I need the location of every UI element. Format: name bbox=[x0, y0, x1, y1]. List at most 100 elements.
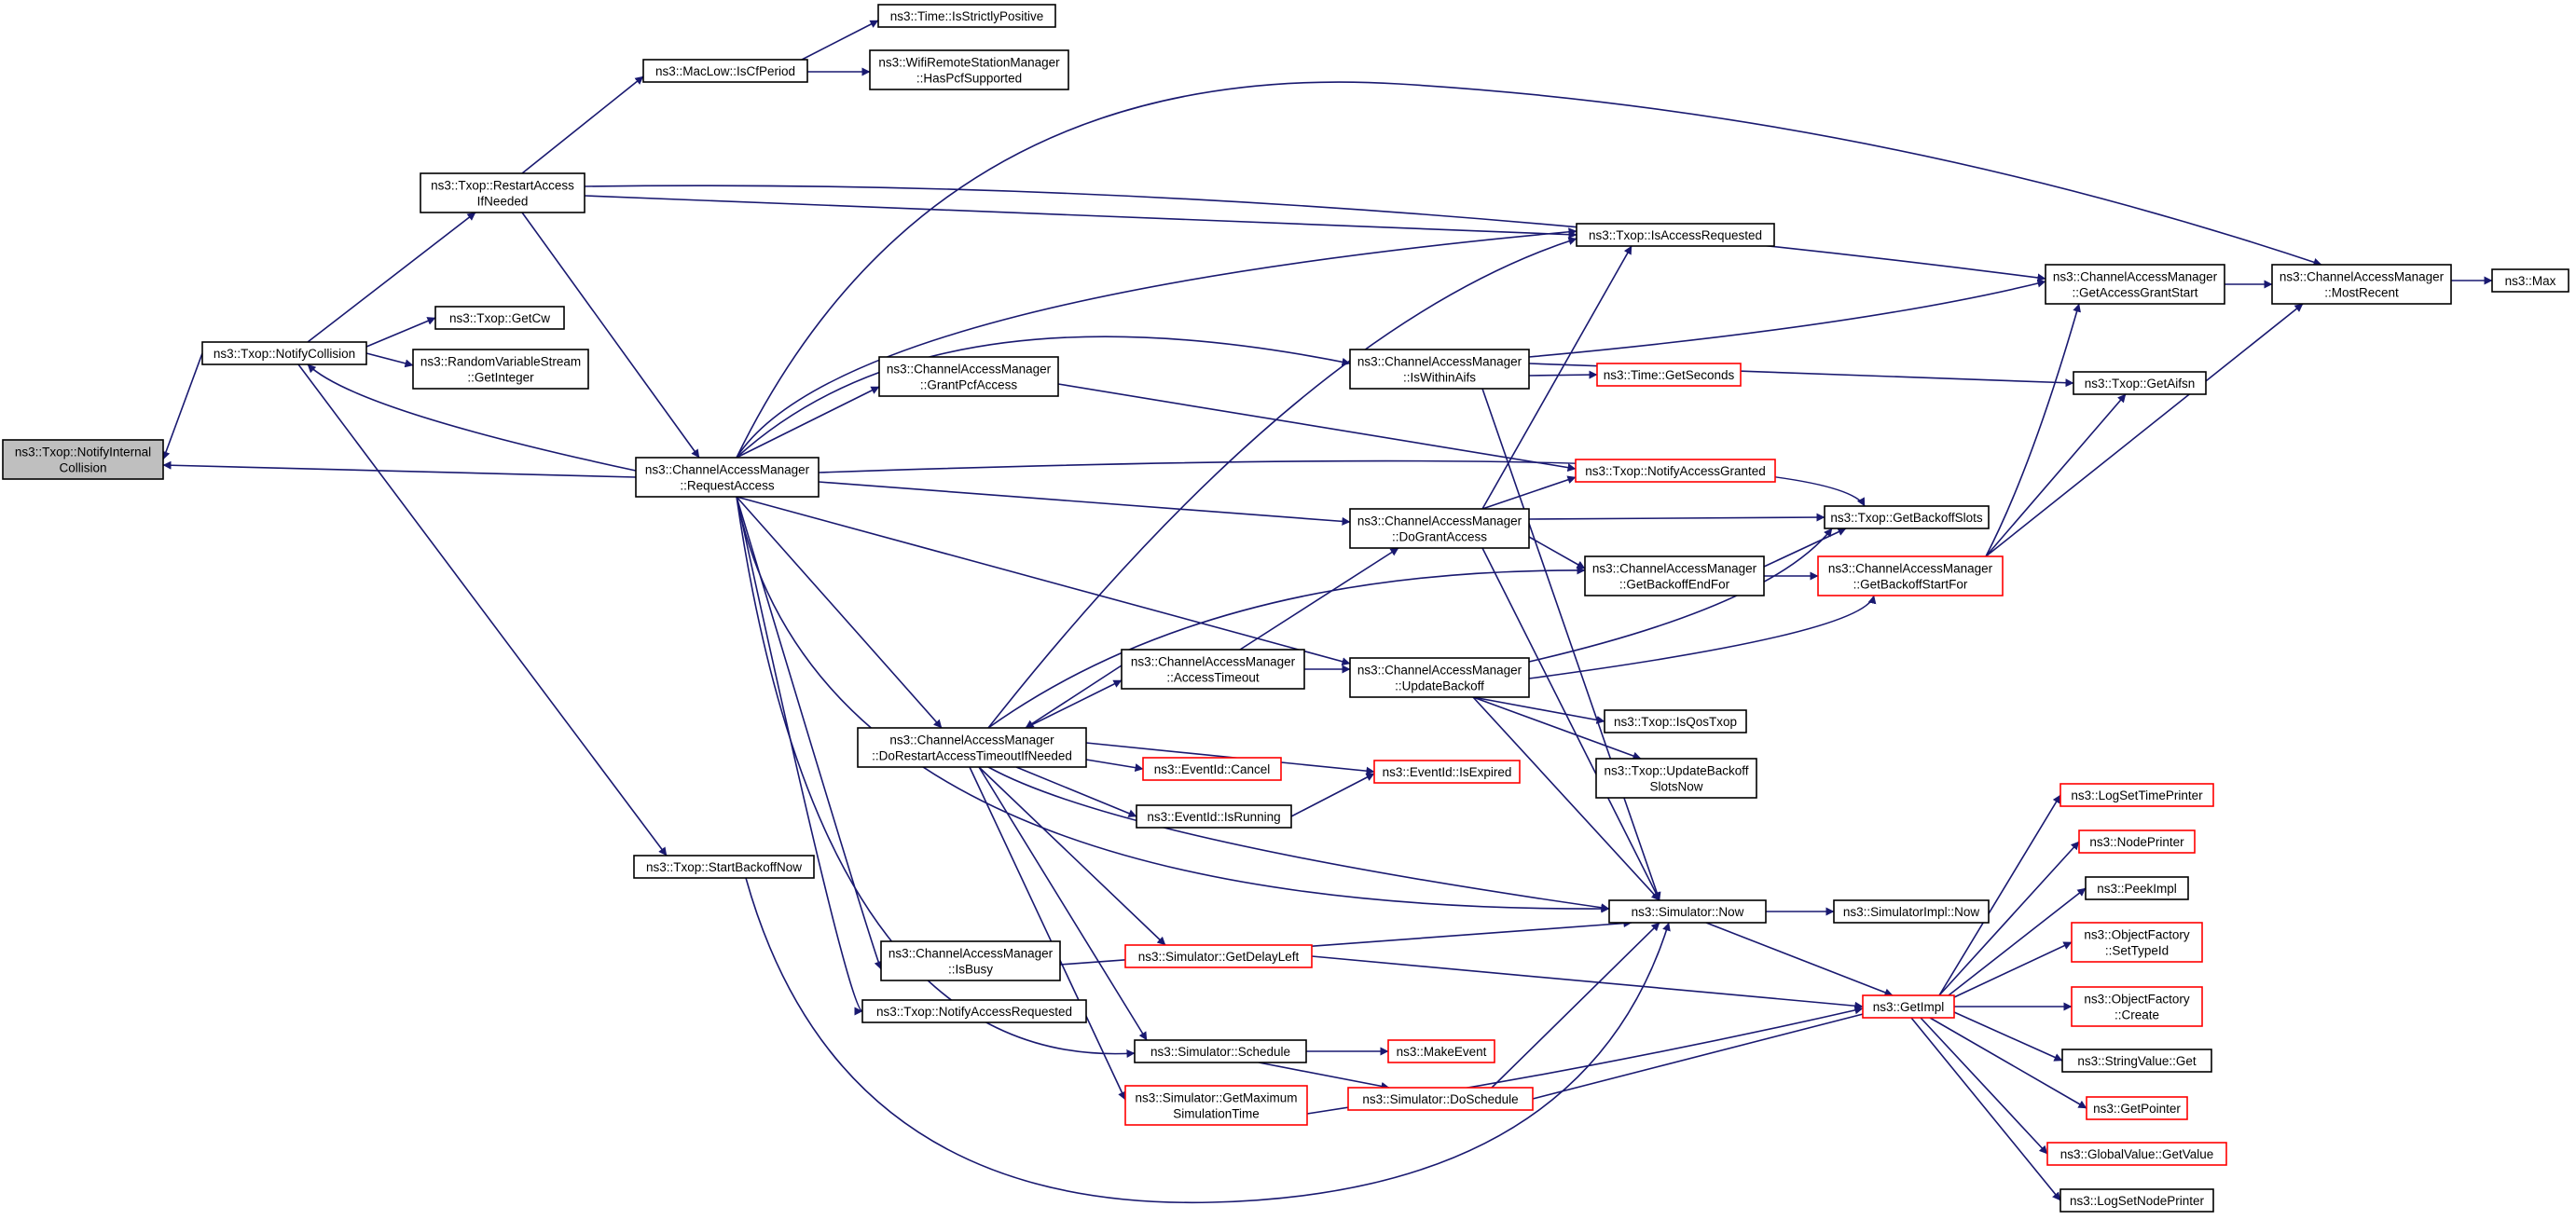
node-ns3-getimpl[interactable]: ns3::GetImpl bbox=[1862, 994, 1955, 1019]
edge-n2-to-n11 bbox=[736, 386, 880, 459]
edge-n38-to-n35 bbox=[1985, 303, 2081, 557]
node-ns3-globalvalue-getvalue[interactable]: ns3::GlobalValue::GetValue bbox=[2046, 1142, 2227, 1166]
edge-n3-to-n7 bbox=[521, 75, 644, 174]
node-ns3-txop-notifyaccessrequested[interactable]: ns3::Txop::NotifyAccessRequested bbox=[861, 999, 1087, 1023]
node-label: ns3::ChannelAccessManager bbox=[1828, 562, 1993, 576]
edge-n22-to-n10 bbox=[1481, 245, 1632, 510]
node-box bbox=[420, 172, 585, 213]
node-ns3-simulator-doschedule[interactable]: ns3::Simulator::DoSchedule bbox=[1347, 1087, 1534, 1111]
node-ns3-makeevent[interactable]: ns3::MakeEvent bbox=[1387, 1039, 1495, 1063]
node-label: ns3::ChannelAccessManager bbox=[1357, 355, 1522, 369]
node-ns3-simulator-now[interactable]: ns3::Simulator::Now bbox=[1608, 899, 1767, 924]
node-ns3-channelaccessmanager-iswithinaifs[interactable]: ns3::ChannelAccessManager::IsWithinAifs bbox=[1349, 349, 1530, 390]
node-ns3-txop-getcw[interactable]: ns3::Txop::GetCw bbox=[434, 306, 565, 330]
node-ns3-txop-notifyaccessgranted[interactable]: ns3::Txop::NotifyAccessGranted bbox=[1575, 459, 1776, 483]
node-ns3-stringvalue-get[interactable]: ns3::StringValue::Get bbox=[2061, 1049, 2212, 1073]
node-ns3-logsetnodeprinter[interactable]: ns3::LogSetNodePrinter bbox=[2059, 1188, 2214, 1213]
node-ns3-logsettimeprinter[interactable]: ns3::LogSetTimePrinter bbox=[2059, 783, 2214, 807]
edge-n18-to-n34 bbox=[1311, 955, 1864, 1010]
edge-n23-to-n31 bbox=[1472, 696, 1605, 724]
node-ns3-eventid-cancel[interactable]: ns3::EventId::Cancel bbox=[1142, 757, 1282, 781]
node-ns3-time-getseconds[interactable]: ns3::Time::GetSeconds bbox=[1596, 363, 1742, 387]
edge-n34-to-n42 bbox=[1938, 841, 2080, 996]
node-ns3-maclow-iscfperiod[interactable]: ns3::MacLow::IsCfPeriod bbox=[642, 59, 808, 83]
node-ns3-channelaccessmanager-mostrecent[interactable]: ns3::ChannelAccessManager::MostRecent bbox=[2271, 264, 2452, 305]
node-ns3-channelaccessmanager-isbusy[interactable]: ns3::ChannelAccessManager::IsBusy bbox=[880, 940, 1061, 981]
node-ns3-objectfactory-create[interactable]: ns3::ObjectFactory::Create bbox=[2071, 986, 2203, 1027]
node-ns3-simulatorimpl-now[interactable]: ns3::SimulatorImpl::Now bbox=[1833, 899, 1990, 924]
node-box bbox=[1596, 363, 1742, 387]
node-label: ns3::ChannelAccessManager bbox=[1592, 562, 1757, 576]
node-ns3-time-isstrictlypositive[interactable]: ns3::Time::IsStrictlyPositive bbox=[877, 4, 1056, 28]
node-ns3-wifiremotestationmanager-haspcfsupported[interactable]: ns3::WifiRemoteStationManager::HasPcfSup… bbox=[869, 49, 1069, 90]
node-ns3-txop-isqostxop[interactable]: ns3::Txop::IsQosTxop bbox=[1604, 709, 1747, 733]
node-ns3-channelaccessmanager-grantpcfaccess[interactable]: ns3::ChannelAccessManager::GrantPcfAcces… bbox=[878, 356, 1059, 397]
edge-n12-to-n17 bbox=[1015, 766, 1137, 817]
node-ns3-simulator-schedule[interactable]: ns3::Simulator::Schedule bbox=[1134, 1039, 1307, 1063]
node-box bbox=[635, 457, 820, 498]
node-ns3-txop-getaifsn[interactable]: ns3::Txop::GetAifsn bbox=[2073, 371, 2207, 395]
node-ns3-channelaccessmanager-getbackoffstartfor[interactable]: ns3::ChannelAccessManager::GetBackoffSta… bbox=[1817, 555, 2004, 596]
node-ns3-txop-isaccessrequested[interactable]: ns3::Txop::IsAccessRequested bbox=[1576, 223, 1775, 247]
node-ns3-peekimpl[interactable]: ns3::PeekImpl bbox=[2085, 876, 2189, 900]
node-ns3-txop-startbackoffnow[interactable]: ns3::Txop::StartBackoffNow bbox=[633, 855, 815, 879]
node-label: ::AccessTimeout bbox=[1166, 671, 1260, 685]
node-box bbox=[869, 49, 1069, 90]
node-label: ns3::Txop::GetAifsn bbox=[2085, 377, 2196, 391]
edge-n34-to-n43 bbox=[1948, 887, 2087, 996]
node-label: ns3::Simulator::Now bbox=[1632, 905, 1744, 919]
node-label: ns3::Txop::GetBackoffSlots bbox=[1830, 511, 1983, 525]
node-ns3-txop-getbackoffslots[interactable]: ns3::Txop::GetBackoffSlots bbox=[1824, 505, 1990, 529]
edge-n34-to-n41 bbox=[1938, 794, 2061, 996]
node-label: ns3::MacLow::IsCfPeriod bbox=[655, 64, 795, 78]
node-label: ::GrantPcfAccess bbox=[920, 378, 1018, 392]
node-label: ns3::Txop::RestartAccess bbox=[431, 179, 574, 193]
node-ns3-simulator-getdelayleft[interactable]: ns3::Simulator::GetDelayLeft bbox=[1124, 944, 1313, 968]
edge-n22-to-n24 bbox=[1481, 547, 1660, 901]
node-box bbox=[2073, 371, 2207, 395]
node-ns3-channelaccessmanager-requestaccess[interactable]: ns3::ChannelAccessManager::RequestAccess bbox=[635, 457, 820, 498]
edge-n26-to-n24 bbox=[1491, 922, 1660, 1089]
node-ns3-nodeprinter[interactable]: ns3::NodePrinter bbox=[2078, 829, 2196, 854]
node-ns3-channelaccessmanager-accesstimeout[interactable]: ns3::ChannelAccessManager::AccessTimeout bbox=[1121, 649, 1305, 690]
edge-n34-to-n48 bbox=[1920, 1017, 2048, 1155]
node-ns3-eventid-isrunning[interactable]: ns3::EventId::IsRunning bbox=[1136, 804, 1292, 829]
node-label: ns3::ChannelAccessManager bbox=[2053, 270, 2218, 284]
node-ns3-getpointer[interactable]: ns3::GetPointer bbox=[2086, 1096, 2188, 1120]
node-label: ns3::GlobalValue::GetValue bbox=[2060, 1147, 2214, 1161]
call-edges bbox=[161, 20, 2493, 1204]
node-label: ns3::Simulator::GetMaximum bbox=[1135, 1091, 1297, 1105]
edge-n2-to-n23 bbox=[736, 496, 1351, 666]
node-box bbox=[2071, 986, 2203, 1027]
node-ns3-channelaccessmanager-getbackoffendfor[interactable]: ns3::ChannelAccessManager::GetBackoffEnd… bbox=[1584, 555, 1765, 596]
edge-n3-to-n35 bbox=[584, 185, 2046, 282]
node-label: ns3::ChannelAccessManager bbox=[1357, 664, 1522, 678]
edge-n29-to-n37 bbox=[1763, 528, 1847, 568]
node-ns3-channelaccessmanager-updatebackoff[interactable]: ns3::ChannelAccessManager::UpdateBackoff bbox=[1349, 657, 1530, 698]
node-ns3-txop-notifycollision[interactable]: ns3::Txop::NotifyCollision bbox=[201, 341, 367, 365]
node-ns3-eventid-isexpired[interactable]: ns3::EventId::IsExpired bbox=[1373, 760, 1521, 784]
node-label: ns3::Simulator::DoSchedule bbox=[1362, 1092, 1518, 1106]
node-box bbox=[412, 349, 589, 390]
node-label: ns3::Txop::NotifyAccessRequested bbox=[876, 1005, 1072, 1019]
node-ns3-randomvariablestream-getinteger[interactable]: ns3::RandomVariableStream::GetInteger bbox=[412, 349, 589, 390]
node-box bbox=[1121, 649, 1305, 690]
edge-n17-to-n30 bbox=[1290, 773, 1375, 817]
node-ns3-channelaccessmanager-dorestartaccesstimeoutifneeded[interactable]: ns3::ChannelAccessManager::DoRestartAcce… bbox=[857, 727, 1087, 768]
node-ns3-channelaccessmanager-dograntaccess[interactable]: ns3::ChannelAccessManager::DoGrantAccess bbox=[1349, 508, 1530, 549]
edge-n15-to-n12 bbox=[1025, 665, 1123, 729]
node-ns3-channelaccessmanager-getaccessgrantstart[interactable]: ns3::ChannelAccessManager::GetAccessGran… bbox=[2045, 264, 2225, 305]
edge-n2-to-n21 bbox=[736, 336, 1351, 459]
node-label: ns3::Time::IsStrictlyPositive bbox=[890, 9, 1044, 23]
node-box bbox=[857, 727, 1087, 768]
node-ns3-objectfactory-settypeid[interactable]: ns3::ObjectFactory::SetTypeId bbox=[2071, 922, 2203, 963]
edge-n34-to-n49 bbox=[1910, 1017, 2061, 1201]
node-box bbox=[1349, 349, 1530, 390]
node-ns3-max[interactable]: ns3::Max bbox=[2491, 268, 2569, 293]
node-box bbox=[1142, 757, 1282, 781]
